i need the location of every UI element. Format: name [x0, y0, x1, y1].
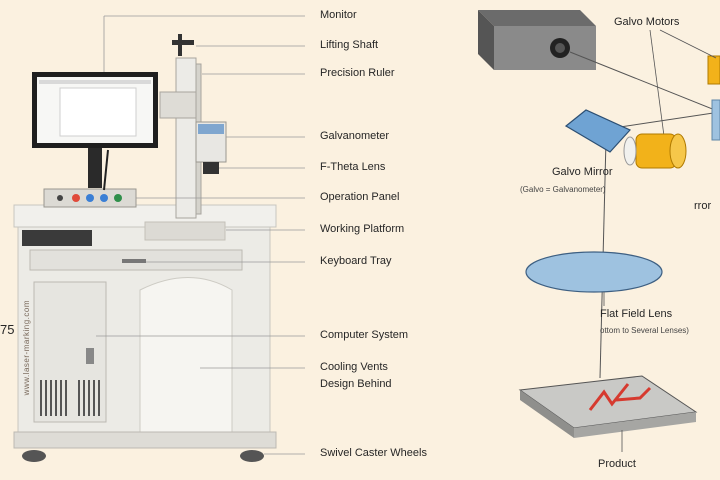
watermark-text: www.laser-marking.com — [22, 300, 31, 395]
column-post — [176, 58, 196, 218]
beam-line — [570, 52, 720, 112]
galvo-motor-joint — [624, 137, 636, 165]
galvo-head-blue — [198, 124, 224, 134]
caster-wheel-left — [22, 450, 46, 462]
monitor-cable — [104, 150, 108, 190]
label-swivel-caster-wheels: Swivel Caster Wheels — [320, 447, 427, 459]
laser-source-front — [494, 26, 596, 70]
laser-aperture-inner — [555, 43, 565, 53]
column-arm — [160, 92, 196, 118]
left-edge-number: 75 — [0, 322, 14, 337]
label-galvo-motors: Galvo Motors — [614, 16, 679, 28]
panel-button — [114, 194, 122, 202]
panel-button — [100, 194, 108, 202]
label-operation-panel: Operation Panel — [320, 191, 400, 203]
laser-source-top — [478, 10, 596, 26]
galvo-motor-leader — [650, 30, 664, 136]
label-galvo-mirror-note: (Galvo = Galvanometer) — [520, 185, 606, 194]
label-keyboard-tray: Keyboard Tray — [320, 255, 392, 267]
label-mirror-partial: rror — [694, 200, 711, 212]
computer-door — [34, 282, 106, 422]
label-design-behind: Design Behind — [320, 378, 392, 390]
flat-field-lens-shape — [526, 252, 662, 292]
label-f-theta-lens: F-Theta Lens — [320, 161, 385, 173]
label-flat-field-lens: Flat Field Lens — [600, 308, 672, 320]
keyboard-area — [145, 222, 225, 240]
cabinet-base — [14, 432, 276, 448]
label-galvo-mirror: Galvo Mirror — [552, 166, 613, 178]
monitor-stand — [88, 148, 102, 188]
panel-button — [57, 195, 63, 201]
f-theta-lens-shape — [203, 162, 219, 174]
galvo-motor-leader — [660, 30, 716, 58]
galvo-motor-top — [708, 56, 720, 84]
label-galvanometer: Galvanometer — [320, 130, 389, 142]
label-monitor: Monitor — [320, 9, 357, 21]
caster-wheel-right — [240, 450, 264, 462]
label-product: Product — [598, 458, 636, 470]
panel-button — [86, 194, 94, 202]
label-cooling-vents: Cooling Vents — [320, 361, 388, 373]
panel-button — [72, 194, 80, 202]
label-working-platform: Working Platform — [320, 223, 404, 235]
machine-illustration — [14, 34, 276, 462]
galvo-mirror-shape — [566, 110, 630, 152]
galvo-motor-cap — [670, 134, 686, 168]
label-flat-field-note: ottom to Several Lenses) — [600, 326, 689, 335]
label-precision-ruler: Precision Ruler — [320, 67, 395, 79]
label-lifting-shaft: Lifting Shaft — [320, 39, 378, 51]
galvo-motor-body — [712, 100, 720, 140]
tray-handle — [122, 259, 146, 263]
label-computer-system: Computer System — [320, 329, 408, 341]
screen-toolbar — [39, 80, 151, 84]
lifting-shaft-knob — [172, 40, 194, 45]
keyboard-shape — [22, 230, 92, 246]
optics-illustration — [478, 10, 720, 452]
door-lock — [86, 348, 94, 364]
cabinet-cutout — [140, 278, 232, 433]
screen-window — [60, 88, 136, 136]
